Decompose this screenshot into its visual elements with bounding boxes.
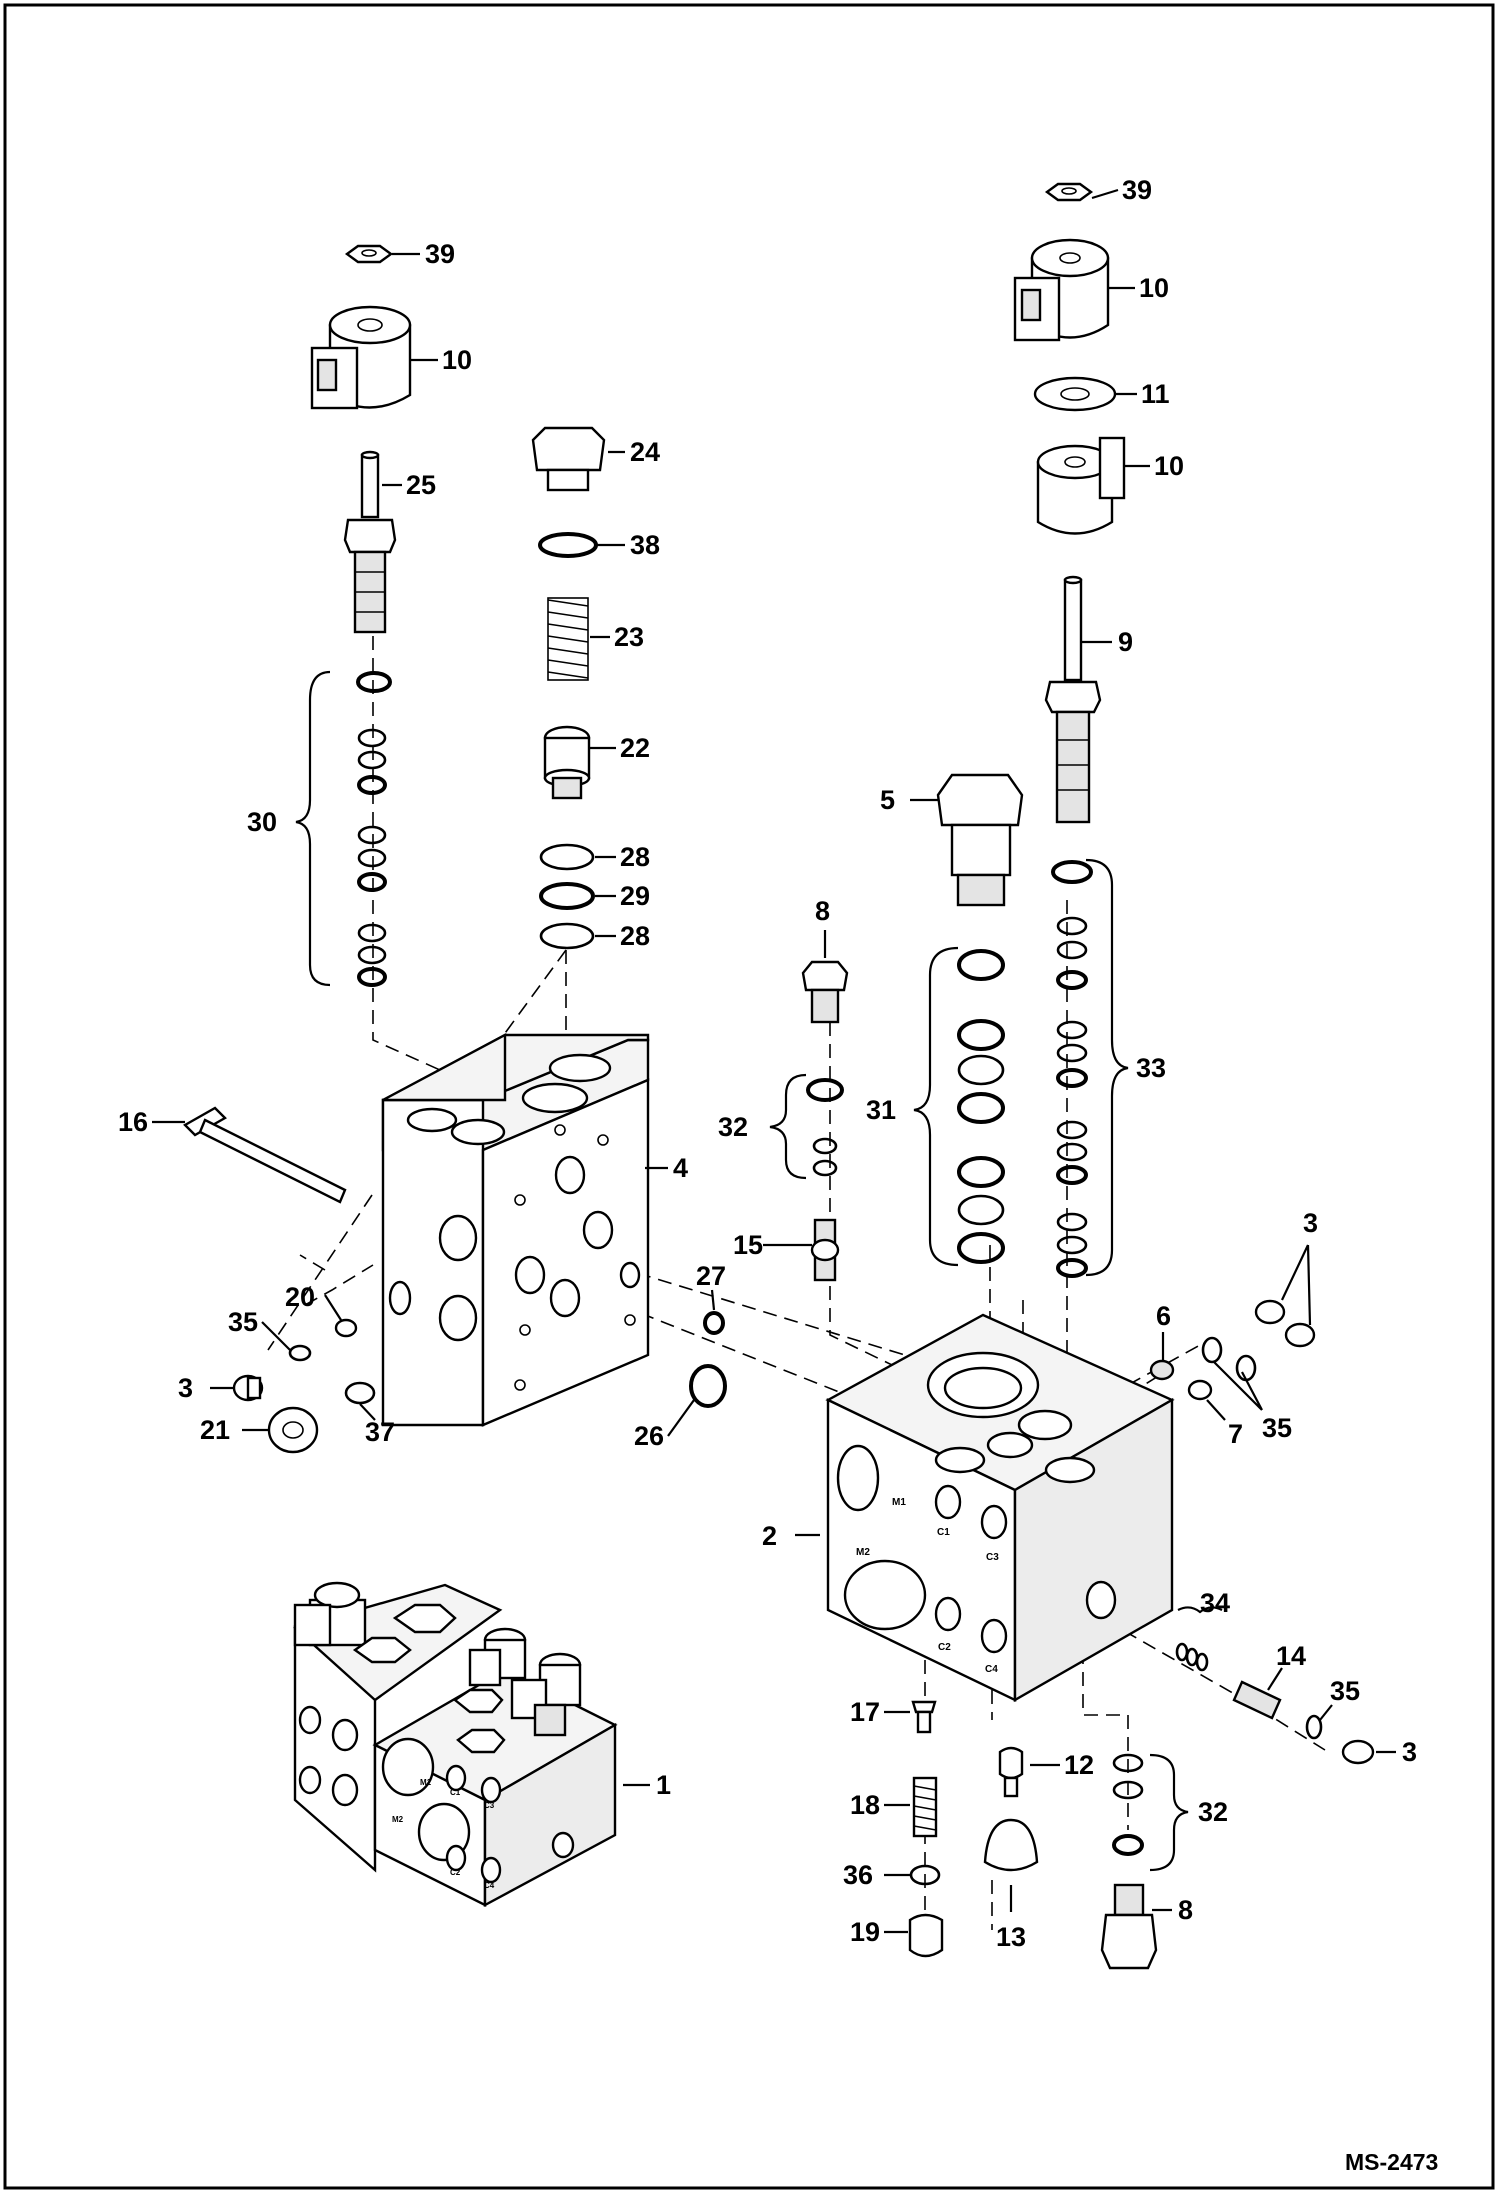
port-label-c1: C1	[937, 1527, 950, 1538]
callout-22: 22	[620, 733, 650, 763]
callout-31: 31	[866, 1095, 896, 1125]
callout-23: 23	[614, 622, 644, 652]
assembled-port-label-c1: C1	[450, 1788, 461, 1797]
callout-36: 36	[843, 1860, 873, 1890]
callout-35-right-upper: 35	[1262, 1413, 1292, 1443]
callout-34: 34	[1200, 1588, 1230, 1618]
callout-10-left: 10	[442, 345, 472, 375]
port-label-c3: C3	[986, 1552, 999, 1563]
callout-17: 17	[850, 1697, 880, 1727]
port-label-c2: C2	[938, 1642, 951, 1653]
assembled-port-label-c3: C3	[484, 1801, 495, 1810]
callout-20: 20	[285, 1282, 315, 1312]
assembled-port-label-m2: M2	[392, 1815, 404, 1824]
callout-33: 33	[1136, 1053, 1166, 1083]
callout-5: 5	[880, 785, 895, 815]
callout-numbers: 39 10 25 24 38 23 22 28 29 28 30 16 4 20…	[118, 175, 1417, 1952]
leader-lines	[152, 188, 1396, 1934]
callout-37: 37	[365, 1417, 395, 1447]
callout-7: 7	[1228, 1419, 1243, 1449]
callout-8-lower: 8	[1178, 1895, 1193, 1925]
callout-26: 26	[634, 1421, 664, 1451]
callout-28-lower: 28	[620, 921, 650, 951]
callout-18: 18	[850, 1790, 880, 1820]
callout-25: 25	[406, 470, 436, 500]
callout-35-left: 35	[228, 1307, 258, 1337]
callout-12: 12	[1064, 1750, 1094, 1780]
callout-3-top-right: 3	[1303, 1208, 1318, 1238]
valve-block-2: M1 M2 C1 C3 C2 C4	[825, 1313, 1175, 1703]
assembled-port-label-c4: C4	[484, 1881, 495, 1890]
port-label-m1: M1	[892, 1497, 906, 1508]
callout-2: 2	[762, 1521, 777, 1551]
assembled-port-label-m1: M1	[420, 1778, 432, 1787]
assembled-port-label-c2: C2	[450, 1868, 461, 1877]
callout-6: 6	[1156, 1301, 1171, 1331]
assembled-valve-view: M1 M2 C1 C3 C2 C4	[293, 1581, 618, 1908]
callout-9: 9	[1118, 627, 1133, 657]
drawing-reference-number: MS-2473	[1345, 2149, 1438, 2175]
port-label-c4: C4	[985, 1664, 998, 1675]
callout-24: 24	[630, 437, 660, 467]
callout-21: 21	[200, 1415, 230, 1445]
callout-28-upper: 28	[620, 842, 650, 872]
left-stack-parts	[183, 244, 606, 1454]
callout-4: 4	[673, 1153, 688, 1183]
callout-35-right-lower: 35	[1330, 1676, 1360, 1706]
callout-3-lower-right: 3	[1402, 1737, 1417, 1767]
callout-10-right-top: 10	[1139, 273, 1169, 303]
right-stack-parts	[689, 182, 1375, 1970]
callout-13: 13	[996, 1922, 1026, 1952]
callout-32-upper: 32	[718, 1112, 748, 1142]
callout-29: 29	[620, 881, 650, 911]
callout-14: 14	[1276, 1641, 1306, 1671]
callout-30: 30	[247, 807, 277, 837]
callout-27: 27	[696, 1261, 726, 1291]
callout-8-upper: 8	[815, 896, 830, 926]
callout-32-lower: 32	[1198, 1797, 1228, 1827]
callout-38: 38	[630, 530, 660, 560]
callout-1: 1	[656, 1770, 671, 1800]
callout-39-right: 39	[1122, 175, 1152, 205]
callout-3-left: 3	[178, 1373, 193, 1403]
callout-39-left: 39	[425, 239, 455, 269]
callout-15: 15	[733, 1230, 763, 1260]
callout-11: 11	[1141, 379, 1170, 409]
port-label-m2: M2	[856, 1547, 870, 1558]
callout-19: 19	[850, 1917, 880, 1947]
callout-16: 16	[118, 1107, 148, 1137]
page-border	[3, 3, 1495, 2190]
callout-10-right-lower: 10	[1154, 451, 1184, 481]
valve-block-4	[381, 1033, 650, 1427]
